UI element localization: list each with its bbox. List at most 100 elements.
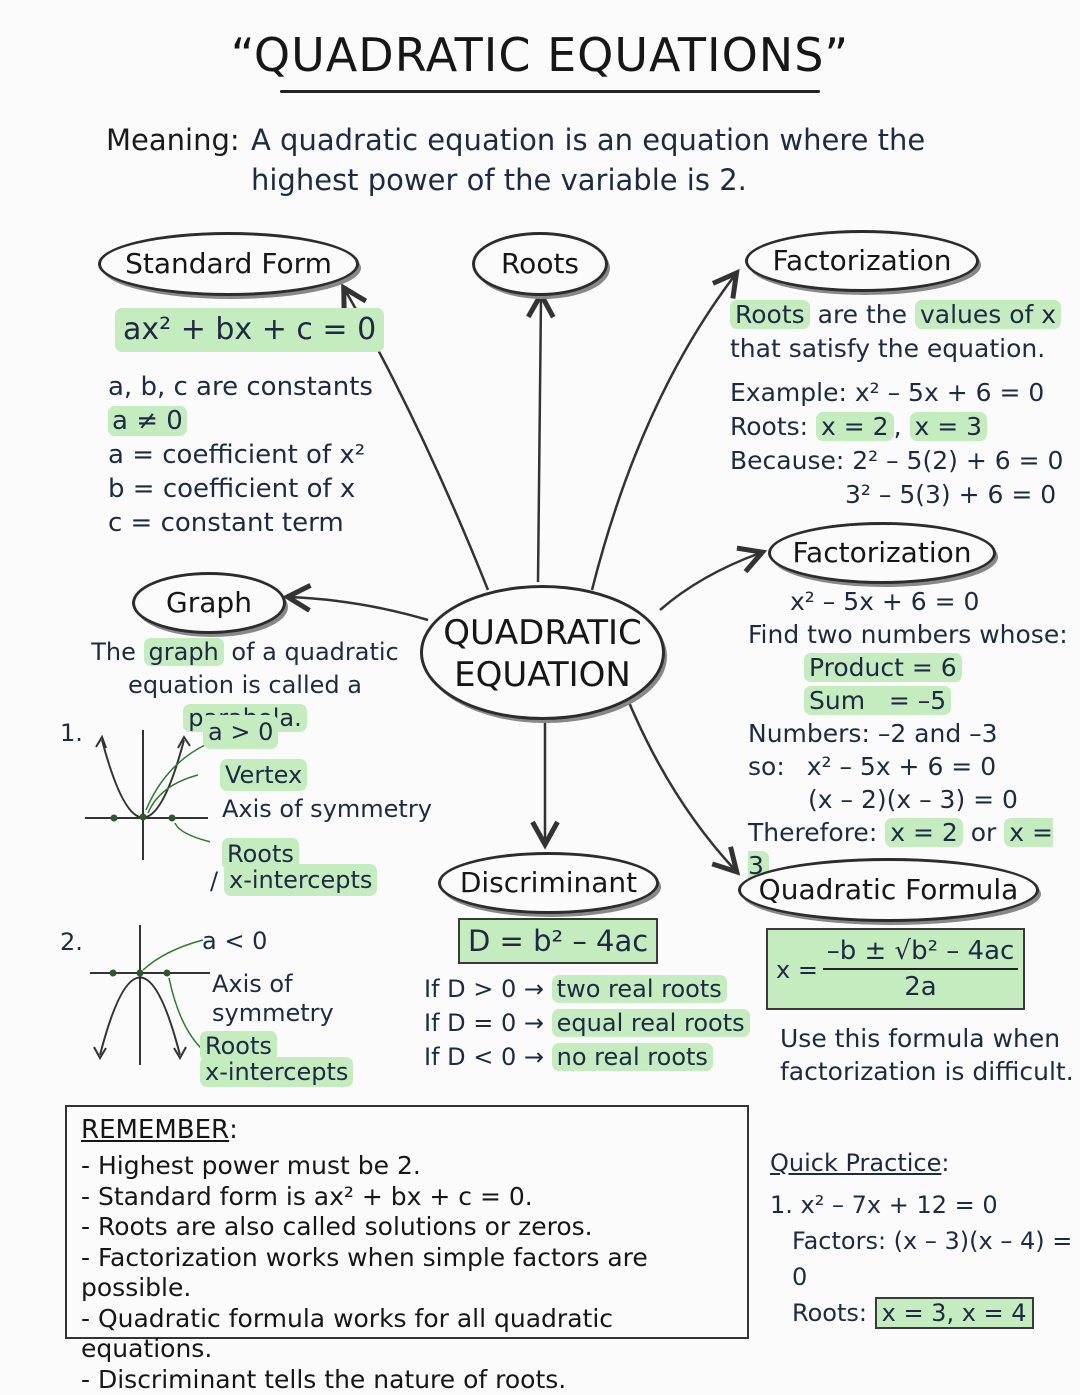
qp-q1: 1. x² – 7x + 12 = 0 bbox=[770, 1187, 1080, 1223]
arrow-to-factorization-top bbox=[592, 275, 735, 590]
remember-item: - Discriminant tells the nature of roots… bbox=[81, 1365, 747, 1395]
sf-line-a-nonzero: a ≠ 0 bbox=[108, 406, 187, 436]
graph-item2-axis: Axis of symmetry bbox=[212, 970, 334, 1028]
graph-item2-number: 2. bbox=[60, 925, 83, 959]
arrow-to-graph bbox=[290, 597, 428, 620]
arrow-to-roots bbox=[538, 297, 541, 582]
qf-numerator: –b ± √b² – 4ac bbox=[823, 936, 1018, 970]
fm-product: Product = 6 bbox=[804, 653, 962, 682]
ft-example-label: Example: bbox=[730, 378, 847, 407]
remember-item: - Highest power must be 2. bbox=[81, 1151, 747, 1182]
fm-sum: Sum = –5 bbox=[804, 686, 951, 715]
graph-item1-slash: / bbox=[210, 864, 218, 898]
graph-item1-vertex: Vertex bbox=[220, 759, 307, 791]
roots-node: Roots bbox=[472, 232, 608, 296]
sf-line-constants: a, b, c are constants bbox=[108, 370, 373, 404]
disc-rule1-cond: If D > 0 → bbox=[424, 975, 544, 1003]
ft-because2: 3² – 5(3) + 6 = 0 bbox=[730, 478, 1063, 512]
center-line1: QUADRATIC bbox=[423, 612, 662, 654]
fm-so-label: so: bbox=[748, 752, 785, 781]
center-node: QUADRATIC EQUATION bbox=[420, 585, 665, 720]
disc-rule3-cond: If D < 0 → bbox=[424, 1043, 544, 1071]
fm-r1: x = 2 bbox=[885, 818, 963, 847]
qp-roots-label: Roots: bbox=[792, 1299, 867, 1327]
remember-item: - Quadratic formula works for all quadra… bbox=[81, 1304, 747, 1365]
fm-or: or bbox=[971, 818, 997, 847]
qp-heading: Quick Practice bbox=[770, 1149, 941, 1177]
discriminant-rules: If D > 0 → two real roots If D = 0 → equ… bbox=[424, 972, 750, 1074]
qp-factors: Factors: (x – 3)(x – 4) = 0 bbox=[770, 1223, 1080, 1295]
fm-find: Find two numbers whose: bbox=[748, 618, 1080, 651]
remember-item: - Roots are also called solutions or zer… bbox=[81, 1212, 747, 1243]
arrow-to-quadratic-formula bbox=[628, 700, 735, 870]
ft-roots-word: Roots bbox=[730, 300, 810, 329]
ft-root1: x = 2 bbox=[816, 412, 894, 441]
qf-lhs: x = bbox=[776, 956, 818, 984]
qf-note: Use this formula when factorization is d… bbox=[780, 1022, 1074, 1088]
remember-box: REMEMBER: - Highest power must be 2. - S… bbox=[65, 1105, 749, 1339]
disc-rule1-result: two real roots bbox=[552, 975, 727, 1003]
downward-parabola-sketch bbox=[85, 920, 215, 1070]
standard-form-details: a, b, c are constants a ≠ 0 a = coeffici… bbox=[108, 370, 373, 540]
disc-rule2-cond: If D = 0 → bbox=[424, 1009, 544, 1037]
ft-are-the: are the bbox=[818, 300, 907, 329]
title-underline bbox=[280, 90, 820, 93]
fm-so-eq: x² – 5x + 6 = 0 bbox=[793, 752, 996, 781]
graph-item2-axis2: symmetry bbox=[212, 999, 334, 1028]
meaning-label: Meaning: bbox=[106, 123, 240, 157]
disc-rule2-result: equal real roots bbox=[552, 1009, 750, 1037]
graph-item1-xint: x-intercepts bbox=[224, 864, 377, 896]
qf-note1: Use this formula when bbox=[780, 1022, 1074, 1055]
sf-line-c: c = constant term bbox=[108, 506, 373, 540]
graph-item1-axis: Axis of symmetry bbox=[222, 792, 432, 826]
ft-values-of-x: values of x bbox=[915, 300, 1061, 329]
quadratic-formula-box: x = –b ± √b² – 4ac 2a bbox=[766, 928, 1025, 1010]
factorization-mid-node: Factorization bbox=[768, 522, 996, 584]
discriminant-formula: D = b² – 4ac bbox=[458, 918, 658, 964]
qf-note2: factorization is difficult. bbox=[780, 1055, 1074, 1088]
meaning-section: Meaning: A quadratic equation is an equa… bbox=[106, 120, 240, 160]
standard-form-node: Standard Form bbox=[98, 232, 359, 296]
standard-form-equation: ax² + bx + c = 0 bbox=[115, 308, 384, 352]
graph-item2-cond: a < 0 bbox=[202, 924, 267, 958]
graph-word-graph: graph bbox=[144, 638, 224, 666]
upward-parabola-sketch bbox=[80, 725, 210, 865]
qp-colon: : bbox=[941, 1149, 949, 1177]
factorization-mid-details: x² – 5x + 6 = 0 Find two numbers whose: … bbox=[748, 585, 1080, 882]
page-title: “QUADRATIC EQUATIONS” bbox=[0, 28, 1080, 82]
qp-roots: x = 3, x = 4 bbox=[875, 1297, 1034, 1329]
remember-item: - Factorization works when simple factor… bbox=[81, 1243, 747, 1304]
graph-item2-axis1: Axis of bbox=[212, 970, 334, 999]
remember-list: - Highest power must be 2. - Standard fo… bbox=[81, 1151, 747, 1395]
fm-factored: (x – 2)(x – 3) = 0 bbox=[748, 783, 1080, 816]
quadratic-formula-node: Quadratic Formula bbox=[738, 858, 1039, 922]
ft-root2: x = 3 bbox=[910, 412, 988, 441]
fm-eq: x² – 5x + 6 = 0 bbox=[748, 585, 1080, 618]
graph-line2a: equation is called a bbox=[128, 671, 362, 699]
fm-numbers: Numbers: –2 and –3 bbox=[748, 717, 1080, 750]
factorization-top-details: Roots are the values of x that satisfy t… bbox=[730, 298, 1063, 512]
remember-colon: : bbox=[229, 1115, 238, 1145]
graph-rest1: of a quadratic bbox=[231, 638, 398, 666]
ft-because-label: Because: bbox=[730, 446, 844, 475]
factorization-top-node: Factorization bbox=[745, 230, 979, 292]
graph-node: Graph bbox=[132, 572, 286, 634]
sf-line-a: a = coefficient of x² bbox=[108, 438, 373, 472]
remember-heading: REMEMBER bbox=[81, 1115, 229, 1145]
sf-line-b: b = coefficient of x bbox=[108, 472, 373, 506]
ft-roots-label: Roots: bbox=[730, 412, 808, 441]
graph-item2-xint: x-intercepts bbox=[200, 1057, 353, 1087]
fm-therefore: Therefore: bbox=[748, 818, 877, 847]
graph-the: The bbox=[91, 638, 136, 666]
ft-comma: , bbox=[894, 412, 902, 441]
ft-example-eq: x² – 5x + 6 = 0 bbox=[855, 378, 1044, 407]
qf-fraction: –b ± √b² – 4ac 2a bbox=[823, 936, 1018, 1002]
qf-denominator: 2a bbox=[823, 970, 1018, 1002]
remember-item: - Standard form is ax² + bx + c = 0. bbox=[81, 1182, 747, 1213]
center-line2: EQUATION bbox=[423, 654, 662, 696]
discriminant-node: Discriminant bbox=[438, 852, 659, 914]
arrow-to-factorization-mid bbox=[660, 553, 760, 610]
ft-because1: 2² – 5(2) + 6 = 0 bbox=[852, 446, 1063, 475]
ft-line2: that satisfy the equation. bbox=[730, 332, 1063, 366]
quick-practice: Quick Practice: 1. x² – 7x + 12 = 0 Fact… bbox=[770, 1145, 1080, 1331]
